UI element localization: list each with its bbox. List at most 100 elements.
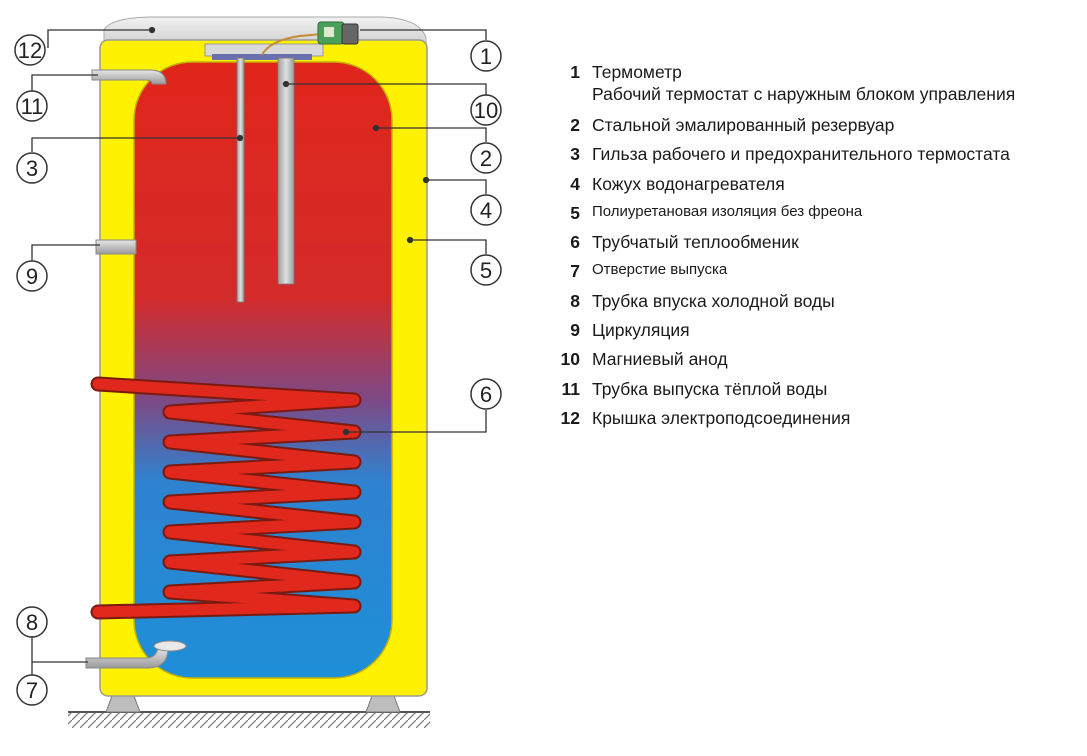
leader-dot-5 xyxy=(406,236,414,244)
callout-5-ring xyxy=(470,254,502,286)
callout-9: 9 xyxy=(16,260,48,292)
foot-right xyxy=(365,695,401,713)
callout-7-ring xyxy=(16,674,48,706)
legend-num: 8 xyxy=(570,290,580,311)
thermometer-wire xyxy=(261,33,323,56)
callout-4-ring xyxy=(470,194,502,226)
legend-text: Стальной эмалированный резервуар xyxy=(592,115,895,135)
callout-2: 2 xyxy=(470,142,502,174)
leader-4 xyxy=(426,179,487,194)
callout-8: 8 xyxy=(16,606,48,638)
leader-dot-2 xyxy=(372,124,380,132)
circulation-pipe xyxy=(95,239,137,255)
legend-text: Термометр Рабочий термостат с наружным б… xyxy=(592,62,1015,105)
callout-6: 6 xyxy=(470,378,502,410)
legend-row-10: 10 Магниевый анод xyxy=(540,349,1080,378)
legend-num: 1 xyxy=(570,62,580,82)
legend-text: Отверстие выпуска xyxy=(592,261,728,279)
callout-6-label: 6 xyxy=(480,382,492,407)
callout-11: 11 xyxy=(16,90,48,122)
callout-7-label: 7 xyxy=(26,678,38,703)
callout-11-ring xyxy=(16,90,48,122)
legend-row-9: 9 Циркуляция xyxy=(540,320,1080,349)
legend-text: Магниевый анод xyxy=(592,349,728,370)
legend-text: Трубка впуска холодной воды xyxy=(592,290,835,311)
legend-row-8: 8 Трубка впуска холодной воды xyxy=(540,291,1080,320)
callout-4: 4 xyxy=(470,194,502,226)
leader-dot-4 xyxy=(422,176,430,184)
legend-text-main: Термометр xyxy=(592,62,682,82)
legend-num: 3 xyxy=(570,144,580,165)
leader-lines xyxy=(31,26,487,676)
legend-text: Кожух водонагревателя xyxy=(592,173,785,194)
legend-row-12: 12 Крышка электроподсоединения xyxy=(540,408,1080,437)
legend-row-5: 5 Полиуретановая изоляция без фреона xyxy=(540,203,1080,232)
callout-8-label: 8 xyxy=(26,610,38,635)
legend-row-6: 6 Трубчатый теплообменик xyxy=(540,232,1080,261)
legend-row-4: 4 Кожух водонагревателя xyxy=(540,174,1080,203)
legend-num: 2 xyxy=(570,115,580,135)
callout-11-label: 11 xyxy=(21,94,44,119)
callout-1-label: 1 xyxy=(480,44,492,69)
leader-9 xyxy=(31,244,100,262)
legend-num: 11 xyxy=(561,378,581,399)
legend-text: Полиуретановая изоляция без фреона xyxy=(592,202,863,220)
magnesium-anode xyxy=(277,57,295,285)
leader-2 xyxy=(376,127,487,142)
callout-2-ring xyxy=(470,142,502,174)
leader-dot-10 xyxy=(282,80,290,88)
callout-12-label: 12 xyxy=(18,38,42,63)
callout-3-ring xyxy=(16,152,48,184)
callouts: 12 1 11 10 3 2 4 9 xyxy=(14,34,502,706)
leader-6 xyxy=(346,410,487,433)
callout-2-label: 2 xyxy=(480,146,492,171)
legend-row-1: 1 Термометр Рабочий термостат с наружным… xyxy=(540,62,1080,115)
legend-text: Крышка электроподсоединения xyxy=(592,407,851,428)
callout-10-ring xyxy=(470,94,502,126)
legend-num: 6 xyxy=(570,232,580,253)
legend-num: 7 xyxy=(570,261,580,282)
thermostat-knob xyxy=(341,23,359,45)
callout-12-ring xyxy=(14,34,46,66)
leader-3 xyxy=(31,137,240,152)
callout-10: 10 xyxy=(470,94,502,126)
leader-1 xyxy=(360,29,487,40)
callout-10-label: 10 xyxy=(474,98,498,123)
callout-8-ring xyxy=(16,606,48,638)
callout-9-ring xyxy=(16,260,48,292)
legend-num: 4 xyxy=(570,173,580,194)
thermostat-sleeve xyxy=(236,57,245,303)
leader-12 xyxy=(47,29,150,48)
leader-5 xyxy=(410,239,487,254)
callout-6-ring xyxy=(470,378,502,410)
legend-num: 9 xyxy=(570,320,580,341)
legend-num: 10 xyxy=(560,349,580,370)
thermometer-dial xyxy=(324,27,334,37)
callout-5-label: 5 xyxy=(480,258,492,283)
leader-11 xyxy=(31,74,98,92)
cold-water-outlet-hole xyxy=(153,640,187,652)
flange-plate xyxy=(212,54,312,60)
legend-num: 5 xyxy=(570,202,580,223)
callout-9-label: 9 xyxy=(26,264,38,289)
foot-left xyxy=(105,695,141,713)
legend-row-7: 7 Отверстие выпуска xyxy=(540,261,1080,290)
legend-row-3: 3 Гильза рабочего и предохранительного т… xyxy=(540,144,1080,173)
hot-water-outlet-pipe xyxy=(91,69,167,85)
callout-3-label: 3 xyxy=(26,156,38,181)
legend-text-sub: Рабочий термостат с наружным блоком упра… xyxy=(592,84,1016,104)
floor-hatch xyxy=(68,712,430,728)
coil-heat-exchanger xyxy=(90,376,362,620)
callout-1-ring xyxy=(470,40,502,72)
callout-1: 1 xyxy=(470,40,502,72)
legend-text: Циркуляция xyxy=(592,320,690,341)
legend-text: Гильза рабочего и предохранительного тер… xyxy=(592,144,1010,165)
callout-5: 5 xyxy=(470,254,502,286)
legend-row-11: 11 Трубка выпуска тёплой воды xyxy=(540,379,1080,408)
legend-num: 12 xyxy=(560,407,580,428)
legend: 1 Термометр Рабочий термостат с наружным… xyxy=(540,62,1080,437)
callout-3: 3 xyxy=(16,152,48,184)
legend-text: Трубка выпуска тёплой воды xyxy=(592,378,828,399)
leader-dot-12 xyxy=(148,26,156,34)
legend-row-2: 2 Стальной эмалированный резервуар xyxy=(540,115,1080,144)
